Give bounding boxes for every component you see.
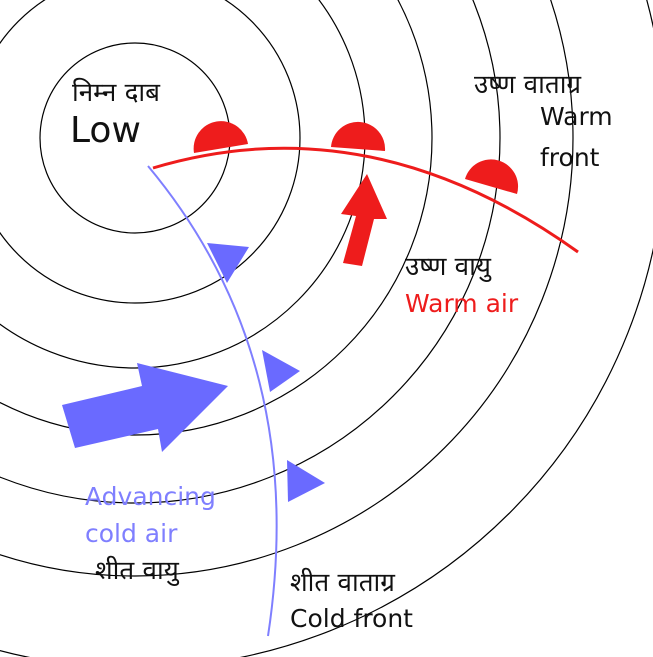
warm-air-arrow [341, 174, 387, 266]
isobar-2 [0, 0, 300, 303]
cold-front-label-hindi: शीत वाताग्र [290, 570, 395, 596]
warm-air-label-hindi: उष्ण वायु [405, 254, 491, 280]
warm-front-semicircle [331, 122, 385, 151]
warm-air-label: Warm air [405, 291, 518, 316]
warm-front-symbols [194, 121, 518, 194]
warm-front-label-hindi: उष्ण वाताग्र [474, 72, 581, 98]
cold-front-triangle [287, 460, 325, 502]
cold-front-symbols [207, 243, 325, 502]
cold-air-label-line1: Advancing [85, 484, 216, 509]
warm-front-label-line2: front [540, 145, 599, 170]
cold-front-triangle [262, 350, 300, 392]
low-pressure-label-hindi: निम्न दाब [72, 80, 160, 106]
cold-front-label: Cold front [290, 606, 413, 631]
cold-air-label-hindi: शीत वायु [95, 558, 179, 584]
low-pressure-label: Low [70, 113, 141, 149]
warm-front-semicircle [465, 159, 518, 194]
warm-front-label-line1: Warm [540, 104, 613, 129]
cold-air-arrow [62, 363, 228, 452]
cold-air-label-line2: cold air [85, 521, 177, 546]
warm-front-semicircle [194, 121, 248, 153]
